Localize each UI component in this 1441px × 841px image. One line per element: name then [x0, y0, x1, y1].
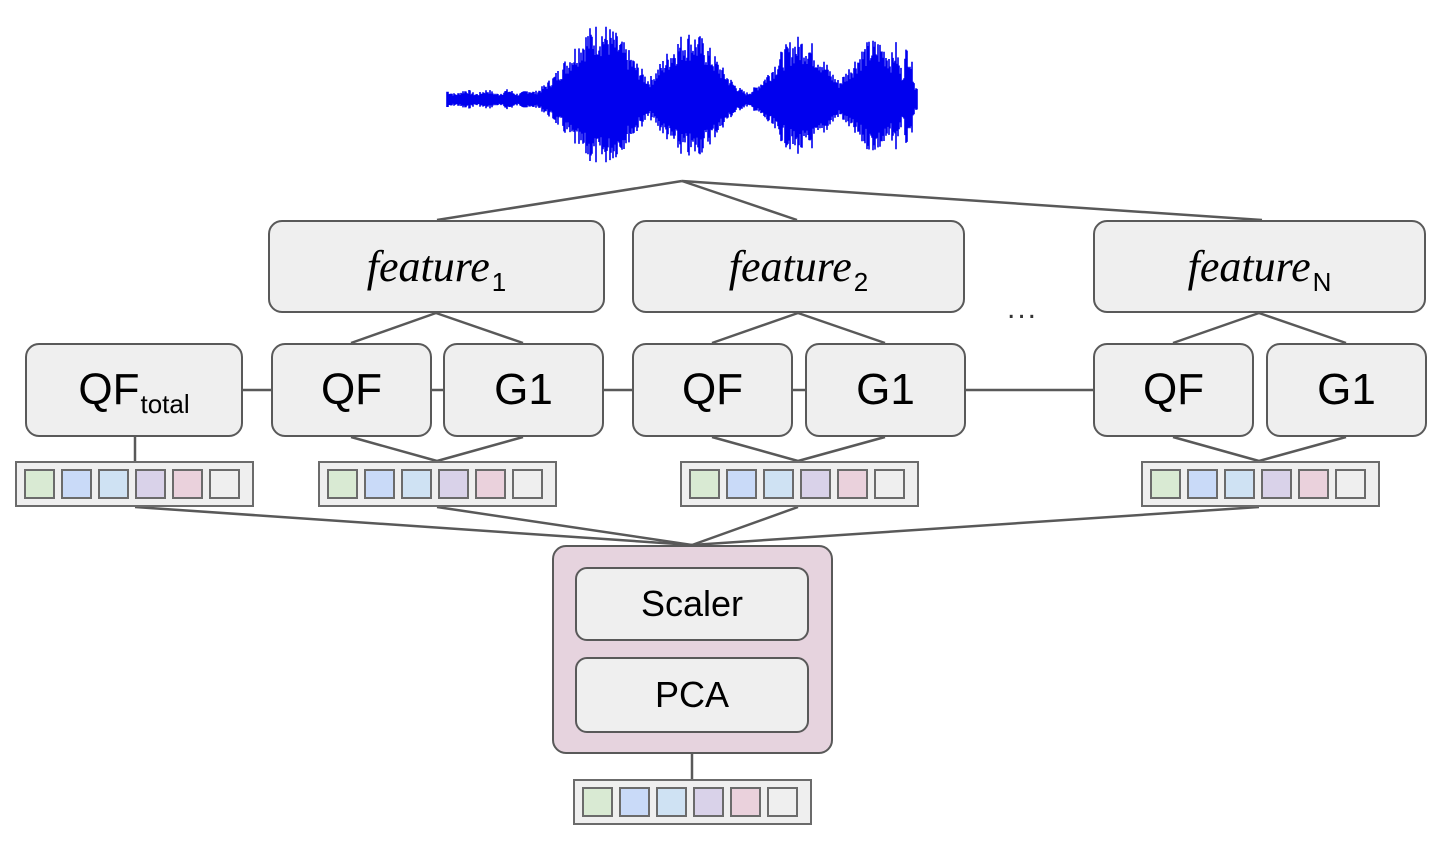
- vector-cell-5: [837, 469, 868, 499]
- vector-cell-2: [726, 469, 757, 499]
- scaler-box: Scaler: [575, 567, 809, 641]
- g1-box-2: G1: [805, 343, 966, 437]
- feature-n-label: feature: [1187, 242, 1311, 291]
- qf-total-label: QF: [78, 365, 140, 414]
- ellipsis: ...: [1007, 292, 1039, 325]
- pca-box: PCA: [575, 657, 809, 733]
- vector-output: [573, 779, 812, 825]
- vector-cell-4: [1261, 469, 1292, 499]
- vector-cell-3: [98, 469, 129, 499]
- vector-cell-5: [730, 787, 761, 817]
- connector-line: [691, 505, 1260, 547]
- vector-cell-6: [767, 787, 798, 817]
- connector-line: [436, 505, 693, 547]
- connector-line: [435, 311, 524, 345]
- qf-box-n: QF: [1093, 343, 1254, 437]
- vector-cell-6: [1335, 469, 1366, 499]
- connector-line: [681, 179, 798, 222]
- connector-line: [681, 179, 1263, 222]
- vector-cell-1: [24, 469, 55, 499]
- feature-1-label: feature: [366, 242, 490, 291]
- vector-feature-1: [318, 461, 557, 507]
- vector-cell-3: [763, 469, 794, 499]
- vector-cell-2: [1187, 469, 1218, 499]
- vector-cell-3: [656, 787, 687, 817]
- feature-2-label: feature: [728, 242, 852, 291]
- vector-cell-4: [438, 469, 469, 499]
- connector-line: [1258, 435, 1347, 463]
- feature-1-index: 1: [491, 267, 507, 297]
- vector-cell-5: [475, 469, 506, 499]
- connector-line: [134, 505, 693, 547]
- connector-line: [436, 435, 524, 463]
- connector-line: [350, 435, 438, 463]
- vector-cell-3: [401, 469, 432, 499]
- qf-box-1: QF: [271, 343, 432, 437]
- vector-cell-1: [1150, 469, 1181, 499]
- connector-line: [1172, 435, 1260, 463]
- connector-line: [1258, 311, 1347, 345]
- vector-cell-4: [135, 469, 166, 499]
- qf-box-2: QF: [632, 343, 793, 437]
- vector-cell-4: [693, 787, 724, 817]
- vector-qf-total: [15, 461, 254, 507]
- connector-line: [436, 179, 683, 222]
- vector-cell-5: [172, 469, 203, 499]
- vector-cell-5: [1298, 469, 1329, 499]
- connector-line: [797, 311, 886, 345]
- vector-feature-n: [1141, 461, 1380, 507]
- connector-line: [711, 435, 799, 463]
- vector-cell-2: [364, 469, 395, 499]
- vector-cell-3: [1224, 469, 1255, 499]
- vector-feature-2: [680, 461, 919, 507]
- vector-cell-6: [874, 469, 905, 499]
- vector-cell-1: [327, 469, 358, 499]
- g1-box-1: G1: [443, 343, 604, 437]
- vector-cell-2: [619, 787, 650, 817]
- connector-line: [350, 311, 437, 345]
- waveform-trace: [446, 26, 918, 163]
- connector-line: [1172, 311, 1260, 345]
- feature-n-index: N: [1312, 267, 1332, 297]
- connector-line: [797, 435, 886, 463]
- qf-total-sub: total: [140, 388, 190, 419]
- vector-cell-6: [209, 469, 240, 499]
- vector-cell-4: [800, 469, 831, 499]
- vector-cell-2: [61, 469, 92, 499]
- connector-line: [691, 505, 799, 547]
- feature-2-index: 2: [853, 267, 869, 297]
- connector-line: [711, 311, 799, 345]
- vector-cell-1: [689, 469, 720, 499]
- g1-box-n: G1: [1266, 343, 1427, 437]
- vector-cell-6: [512, 469, 543, 499]
- vector-cell-1: [582, 787, 613, 817]
